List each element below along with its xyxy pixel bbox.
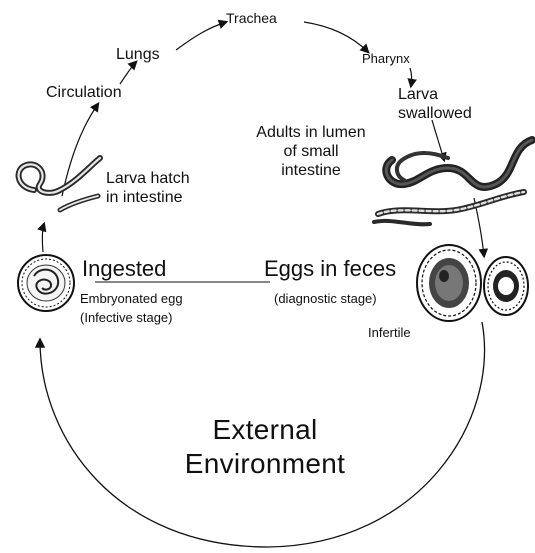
label-infertile: Infertile: [368, 326, 411, 341]
infertile-egg-icon: [484, 257, 528, 315]
label-circulation: Circulation: [46, 84, 122, 102]
label-infective-stage: (Infective stage): [80, 311, 173, 326]
label-larva-hatch-line2: in intestine: [106, 189, 183, 207]
label-larva-swallowed-line2: swallowed: [398, 105, 472, 123]
arrow-to-pharynx: [304, 22, 368, 52]
label-adults-line1: Adults in lumen: [244, 124, 378, 142]
label-adults-line2: of small: [244, 143, 378, 161]
fertile-egg-icon: [417, 245, 481, 321]
embryonated-egg-icon: [18, 255, 74, 311]
arrow-to-lungs: [120, 62, 136, 84]
label-embryonated-egg: Embryonated egg: [80, 292, 183, 307]
label-larva-hatch-line1: Larva hatch: [106, 170, 190, 188]
label-ingested: Ingested: [82, 256, 166, 281]
arrow-to-trachea: [176, 22, 226, 50]
label-trachea: Trachea: [226, 10, 277, 26]
arrow-ingested-to-hatch: [42, 224, 44, 252]
label-lungs: Lungs: [116, 46, 160, 64]
adult-worms-icon: [374, 140, 532, 224]
label-external: External: [130, 414, 400, 446]
label-adults-line3: intestine: [244, 162, 378, 180]
arrow-to-larva-swallowed: [410, 68, 412, 86]
label-environment: Environment: [130, 448, 400, 480]
label-diagnostic-stage: (diagnostic stage): [274, 292, 377, 307]
label-larva-swallowed-line1: Larva: [398, 86, 438, 104]
label-eggs-in-feces: Eggs in feces: [264, 256, 396, 281]
hatching-larva-icon: [19, 158, 100, 210]
label-pharynx: Pharynx: [362, 52, 410, 67]
